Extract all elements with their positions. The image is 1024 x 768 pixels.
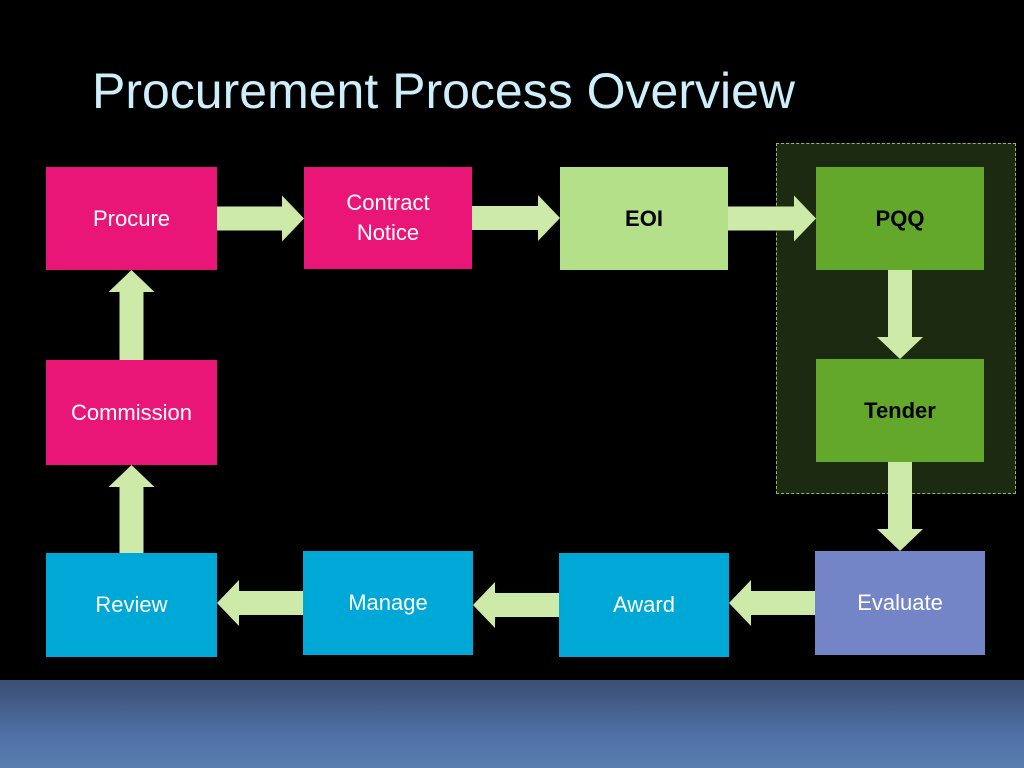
- pqq-label: PQQ: [875, 205, 925, 231]
- tender-box: Tender: [816, 359, 984, 462]
- pqq-box: PQQ: [816, 167, 984, 270]
- contract-notice-box: Contract Notice: [304, 167, 472, 269]
- evaluate-box: Evaluate: [815, 551, 985, 655]
- arrow-evaluate-to-award: [729, 580, 815, 626]
- procure-label: Procure: [92, 205, 171, 231]
- review-box: Review: [46, 553, 217, 657]
- arrow-commission-to-procure: [108, 270, 155, 360]
- slide-title: Procurement Process Overview: [92, 63, 796, 119]
- arrow-procure-to-contract-notice: [217, 195, 304, 242]
- eoi-box: EOI: [560, 167, 728, 270]
- arrow-review-to-commission: [108, 465, 155, 553]
- manage-label: Manage: [348, 590, 428, 615]
- evaluate-label: Evaluate: [857, 590, 943, 615]
- review-label: Review: [95, 592, 168, 617]
- arrow-manage-to-review: [217, 580, 303, 626]
- footer-band: [0, 680, 1024, 768]
- eoi-label: EOI: [625, 205, 663, 231]
- arrow-tender-to-evaluate: [877, 462, 923, 551]
- procure-box: Procure: [46, 167, 217, 270]
- commission-label: Commission: [70, 399, 193, 425]
- arrow-award-to-manage: [473, 582, 559, 628]
- contract-notice-label: Contract Notice: [346, 190, 430, 245]
- award-box: Award: [559, 553, 729, 657]
- tender-label: Tender: [864, 397, 936, 423]
- arrow-contract-notice-to-eoi: [472, 195, 560, 241]
- manage-box: Manage: [303, 551, 473, 655]
- arrow-eoi-to-pqq: [728, 195, 816, 242]
- arrow-pqq-to-tender: [877, 270, 923, 359]
- award-label: Award: [613, 592, 675, 617]
- commission-box: Commission: [46, 360, 217, 465]
